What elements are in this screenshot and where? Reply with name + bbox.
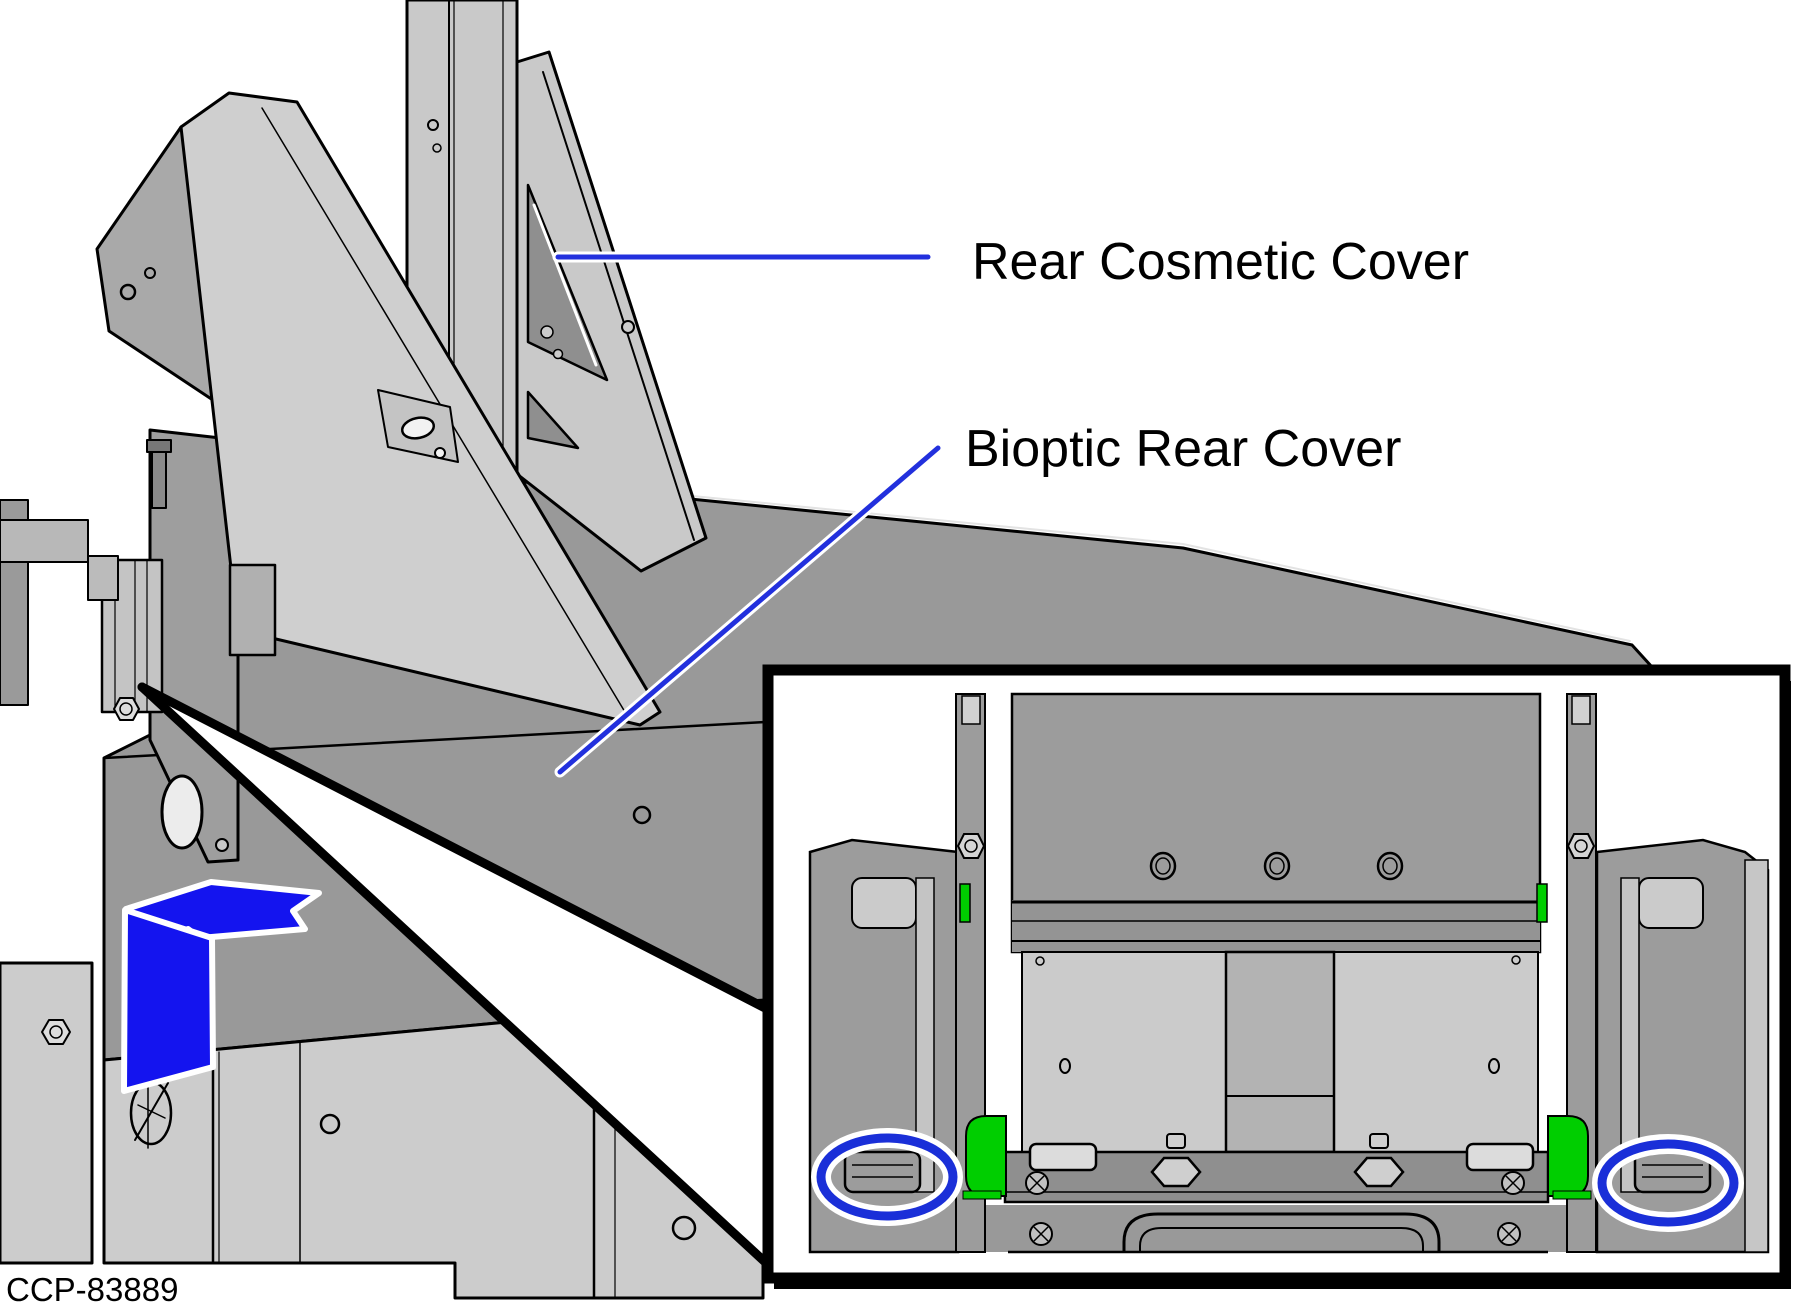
bent-arrow-left-icon [121, 879, 322, 1094]
phillips-screws [1025, 1171, 1525, 1246]
figure-id-caption: CCP-83889 [6, 1271, 178, 1305]
left-frame-parts [0, 439, 172, 1265]
detail-inset-box [762, 664, 1791, 1289]
label-bioptic-rear-cover: Bioptic Rear Cover [965, 420, 1401, 478]
hex-nut [1353, 1133, 1405, 1188]
inset-mounting-plate [1021, 950, 1539, 1154]
detail-inset-drawing [808, 692, 1770, 1254]
rear-cosmetic-cover-part [515, 50, 708, 573]
callout-bioptic-rear-cover: Bioptic Rear Cover [554, 420, 1401, 778]
inset-center-tower [1010, 692, 1542, 954]
leader-line-bioptic-rear-cover [557, 445, 941, 775]
latch-corner-cluster [87, 555, 277, 721]
hex-nut [1150, 1133, 1202, 1188]
latch-tabs [843, 1150, 1712, 1194]
green-release-clips [959, 883, 1592, 1200]
inset-handle-recess [1008, 1212, 1548, 1254]
label-rear-cosmetic-cover: Rear Cosmetic Cover [972, 233, 1469, 291]
inset-bottom-bracket [1003, 1133, 1550, 1246]
detail-callout-wedge [137, 682, 770, 1267]
highlight-ellipse-left [811, 1128, 963, 1226]
highlight-ellipse-right [1592, 1134, 1744, 1232]
callout-rear-cosmetic-cover: Rear Cosmetic Cover [552, 233, 1469, 291]
